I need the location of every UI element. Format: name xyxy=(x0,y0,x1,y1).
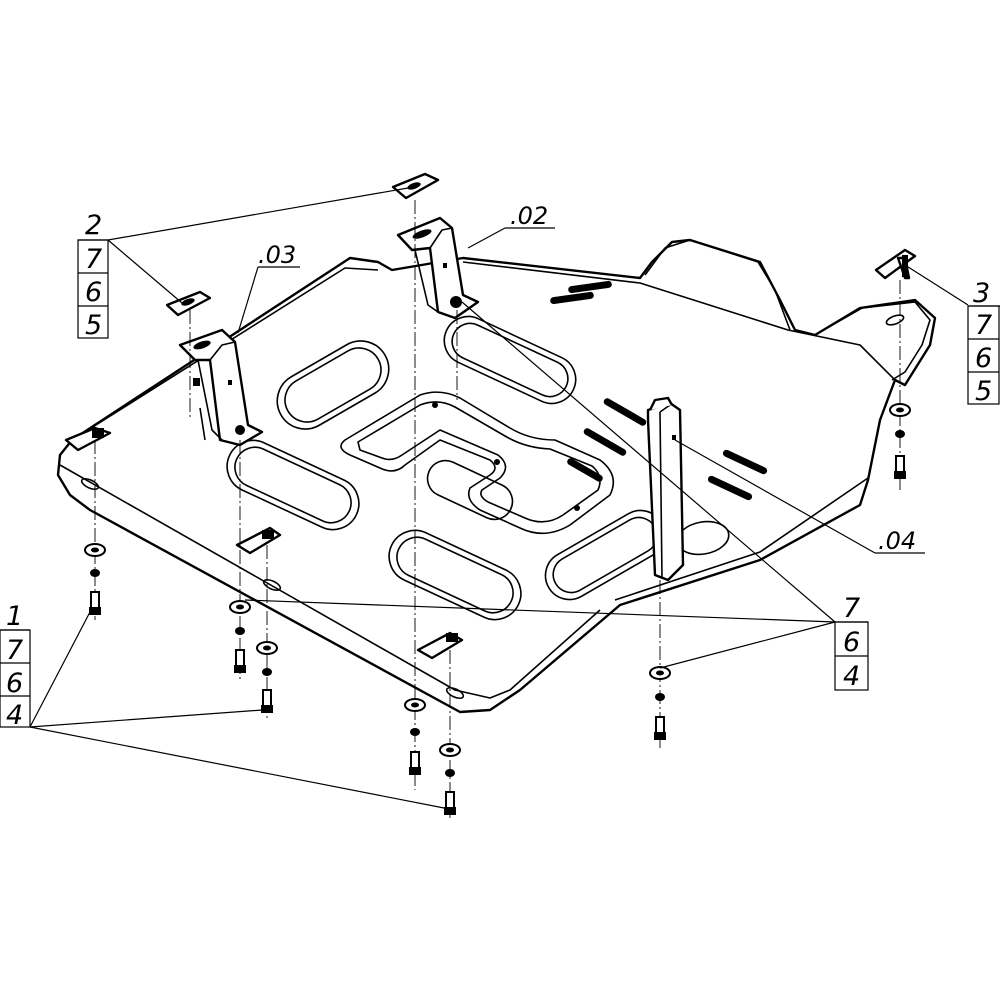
bolt xyxy=(234,649,246,673)
rib-window-4 xyxy=(388,529,522,621)
lock-nut xyxy=(895,430,905,438)
vent-slots xyxy=(550,280,768,501)
svg-text:5: 5 xyxy=(85,310,102,341)
plate-part-2-left xyxy=(165,290,212,317)
plate-fold-rear xyxy=(462,261,896,381)
plate-fold-front xyxy=(59,464,601,699)
plate-fold-right xyxy=(614,477,869,601)
bracket-03 xyxy=(178,328,264,447)
leader-lines xyxy=(29,187,969,809)
rear-tab xyxy=(644,239,791,331)
callout-group-top-left: 2 7 6 5 xyxy=(77,210,109,341)
svg-text:7: 7 xyxy=(843,593,860,624)
bracket-02 xyxy=(396,216,480,320)
right-wing xyxy=(819,301,931,381)
plate-fold-left xyxy=(79,267,379,436)
rib-window-2-inner xyxy=(451,322,569,398)
svg-text:4: 4 xyxy=(6,700,23,731)
svg-text:4: 4 xyxy=(843,661,860,692)
lock-nut xyxy=(262,668,272,676)
bolt xyxy=(409,751,421,775)
callout-group-bottom-mid: 7 6 4 xyxy=(834,593,869,692)
plate-part-3-right xyxy=(874,248,917,280)
svg-text:1: 1 xyxy=(6,601,23,632)
wing-slot xyxy=(885,314,905,326)
lock-nut xyxy=(235,627,245,635)
callout-group-bottom-left: 1 7 6 4 xyxy=(0,601,31,731)
svg-text:2: 2 xyxy=(85,210,102,241)
bolt xyxy=(444,791,456,815)
callout-02: .02 xyxy=(510,202,548,230)
rib-window-1 xyxy=(276,340,390,430)
svg-text:3: 3 xyxy=(973,278,990,309)
rib-window-1-inner xyxy=(284,347,382,423)
plate-part-2-top xyxy=(391,172,440,200)
callout-group-right: 3 7 6 5 xyxy=(967,278,1000,407)
svg-text:5: 5 xyxy=(975,376,992,407)
callout-04: .04 xyxy=(878,527,916,555)
svg-text:6: 6 xyxy=(85,277,102,308)
center-recess-inner xyxy=(357,401,601,523)
svg-text:6: 6 xyxy=(975,343,992,374)
skid-plate xyxy=(56,238,937,714)
rib-window-2 xyxy=(443,315,577,405)
bracket-04 xyxy=(646,396,685,582)
rib-window-3 xyxy=(226,439,360,531)
lock-nut xyxy=(445,769,455,777)
svg-text:6: 6 xyxy=(843,627,860,658)
center-pocket xyxy=(426,459,514,521)
assembly-axes xyxy=(94,200,901,820)
svg-text:7: 7 xyxy=(975,310,992,341)
svg-text:7: 7 xyxy=(85,244,102,275)
rib-window-3-inner xyxy=(234,446,352,524)
lock-nut xyxy=(655,693,665,701)
callout-03: .03 xyxy=(258,241,296,269)
lock-nut xyxy=(90,569,100,577)
bolt xyxy=(261,689,273,713)
rib-window-4-inner xyxy=(396,536,514,614)
svg-text:7: 7 xyxy=(6,635,23,666)
fastener-stacks xyxy=(84,403,911,815)
lock-nut xyxy=(410,728,420,736)
bolt xyxy=(89,591,101,615)
svg-text:6: 6 xyxy=(6,668,23,699)
bolt xyxy=(894,455,906,479)
bolt xyxy=(654,716,666,740)
plate-outline xyxy=(56,238,937,714)
left-corner-nut xyxy=(92,428,104,438)
